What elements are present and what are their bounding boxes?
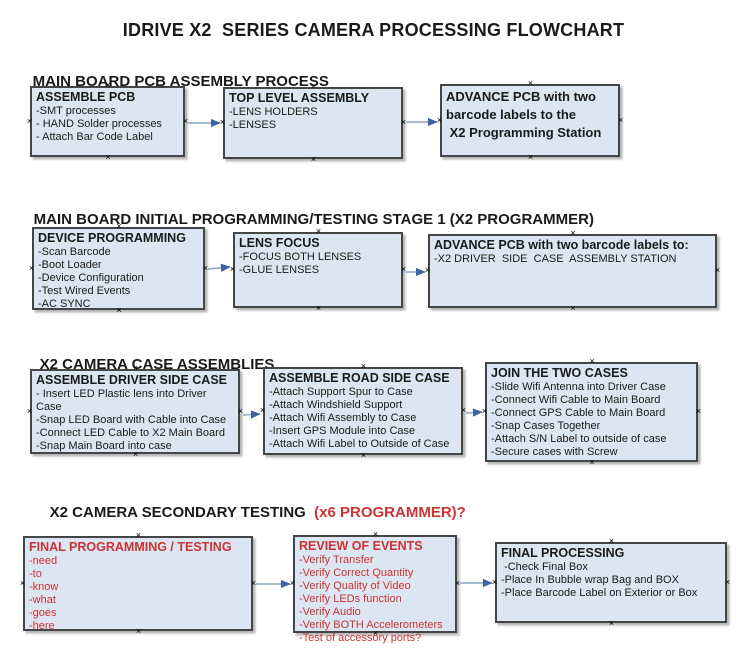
box-items: -SMT processes - HAND Solder processes -… bbox=[36, 105, 162, 143]
connection-handle-icon: × bbox=[491, 576, 498, 587]
box-title: REVIEW OF EVENTS bbox=[299, 539, 423, 553]
box-title: ADVANCE PCB with two barcode labels to: bbox=[434, 238, 689, 252]
connection-handle-icon: × bbox=[26, 405, 33, 416]
connection-handle-icon: × bbox=[28, 262, 35, 273]
connector-arrow[interactable] bbox=[207, 263, 231, 273]
section-header-text: MAIN BOARD INITIAL PROGRAMMING/TESTING S… bbox=[33, 211, 594, 228]
connector-arrow[interactable] bbox=[465, 408, 483, 417]
connection-handle-icon: × bbox=[481, 406, 488, 416]
section-header-red-text: (x6 PROGRAMMER)? bbox=[309, 504, 466, 521]
box-title: FINAL PROGRAMMING / TESTING bbox=[29, 540, 232, 554]
box-items: -X2 DRIVER SIDE CASE ASSEMBLY STATION bbox=[434, 253, 677, 265]
section-header-text: MAIN BOARD PCB ASSEMBLY PROCESS bbox=[32, 73, 329, 90]
connection-handle-icon: × bbox=[219, 117, 226, 127]
connection-handle-icon: × bbox=[608, 536, 615, 546]
connection-handle-icon: × bbox=[589, 457, 595, 467]
section-header-pcb-assembly: MAIN BOARD PCB ASSEMBLY PROCESS bbox=[16, 56, 329, 107]
box-items: -Verify Transfer -Verify Correct Quantit… bbox=[299, 554, 443, 644]
connection-handle-icon: × bbox=[714, 265, 721, 275]
box-items: -Scan Barcode -Boot Loader -Device Confi… bbox=[38, 246, 144, 310]
connection-handle-icon: × bbox=[182, 115, 189, 126]
box-title: ASSEMBLE PCB bbox=[36, 90, 136, 104]
box-title: FINAL PROCESSING bbox=[501, 546, 625, 560]
flow-box-assemble-pcb[interactable]: ASSEMBLE PCB -SMT processes - HAND Solde… bbox=[27, 81, 188, 162]
connection-handle-icon: × bbox=[26, 115, 33, 126]
flow-box-assemble-road-side-case[interactable]: ASSEMBLE ROAD SIDE CASE -Attach Support … bbox=[260, 362, 466, 460]
box-title: LENS FOCUS bbox=[239, 236, 320, 250]
flow-box-join-the-two-cases[interactable]: JOIN THE TWO CASES -Slide Wifi Antenna i… bbox=[482, 357, 701, 467]
connection-handle-icon: × bbox=[19, 577, 26, 588]
box-items: -need -to -know -what -goes -here bbox=[29, 555, 59, 632]
box-items: -LENS HOLDERS -LENSES bbox=[229, 106, 318, 131]
section-header-text: X2 CAMERA SECONDARY TESTING bbox=[49, 504, 310, 521]
box-items: -Attach Support Spur to Case -Attach Win… bbox=[269, 386, 450, 450]
connection-handle-icon: × bbox=[289, 578, 296, 588]
connection-handle-icon: × bbox=[424, 265, 431, 275]
connection-handle-icon: × bbox=[570, 303, 576, 313]
flow-box-final-processing[interactable]: FINAL PROCESSING -Check Final Box -Place… bbox=[492, 537, 730, 628]
connection-handle-icon: × bbox=[454, 578, 461, 588]
connection-handle-icon: × bbox=[229, 264, 236, 274]
connection-handle-icon: × bbox=[436, 114, 443, 125]
section-header-text: X2 CAMERA CASE ASSEMBLIES bbox=[39, 356, 275, 373]
connection-handle-icon: × bbox=[202, 262, 209, 273]
page-title: IDRIVE X2 SERIES CAMERA PROCESSING FLOWC… bbox=[122, 20, 625, 40]
connection-handle-icon: × bbox=[695, 406, 702, 416]
box-title: JOIN THE TWO CASES bbox=[491, 366, 628, 380]
connection-handle-icon: × bbox=[105, 152, 111, 162]
section-header-case-assemblies: X2 CAMERA CASE ASSEMBLIES bbox=[23, 339, 275, 390]
box-items: - Insert LED Plastic lens into Driver Ca… bbox=[36, 388, 227, 452]
connection-handle-icon: × bbox=[360, 450, 367, 460]
connection-handle-icon: × bbox=[724, 576, 731, 587]
box-title: TOP LEVEL ASSEMBLY bbox=[229, 91, 370, 105]
connection-handle-icon: × bbox=[589, 356, 595, 366]
section-header-initial-programming: MAIN BOARD INITIAL PROGRAMMING/TESTING S… bbox=[17, 194, 594, 245]
box-title: DEVICE PROGRAMMING bbox=[38, 231, 186, 245]
flow-box-advance-pcb-programming-station[interactable]: ADVANCE PCB with two barcode labels to t… bbox=[437, 79, 623, 162]
connection-handle-icon: × bbox=[315, 303, 322, 313]
box-items: -Check Final Box -Place In Bubble wrap B… bbox=[501, 561, 698, 599]
connection-handle-icon: × bbox=[527, 78, 534, 88]
box-items: -Slide Wifi Antenna into Driver Case -Co… bbox=[491, 381, 667, 458]
connection-handle-icon: × bbox=[460, 405, 467, 415]
flow-box-device-programming[interactable]: DEVICE PROGRAMMING -Scan Barcode -Boot L… bbox=[29, 222, 208, 315]
box-items: -FOCUS BOTH LENSES -GLUE LENSES bbox=[239, 251, 362, 276]
box-title: ASSEMBLE ROAD SIDE CASE bbox=[269, 371, 450, 385]
connection-handle-icon: × bbox=[400, 117, 407, 127]
section-header-secondary-testing: X2 CAMERA SECONDARY TESTING (x6 PROGRAMM… bbox=[33, 487, 466, 538]
connection-handle-icon: × bbox=[310, 154, 317, 164]
connection-handle-icon: × bbox=[617, 114, 624, 125]
flow-box-advance-pcb-case-station[interactable]: ADVANCE PCB with two barcode labels to: … bbox=[425, 229, 720, 313]
flow-box-lens-focus[interactable]: LENS FOCUS -FOCUS BOTH LENSES -GLUE LENS… bbox=[230, 227, 406, 313]
flow-box-review-of-events[interactable]: REVIEW OF EVENTS -Verify Transfer -Verif… bbox=[290, 530, 460, 645]
flow-box-assemble-driver-side-case[interactable]: ASSEMBLE DRIVER SIDE CASE - Insert LED P… bbox=[27, 364, 243, 459]
connection-handle-icon: × bbox=[250, 577, 257, 588]
connection-handle-icon: × bbox=[527, 152, 534, 162]
flow-box-final-programming-testing[interactable]: FINAL PROGRAMMING / TESTING -need -to -k… bbox=[20, 531, 256, 636]
flow-box-top-level-assembly[interactable]: TOP LEVEL ASSEMBLY -LENS HOLDERS -LENSES… bbox=[220, 82, 406, 164]
connection-handle-icon: × bbox=[400, 264, 407, 274]
box-title: ADVANCE PCB with two barcode labels to t… bbox=[446, 89, 602, 140]
connection-handle-icon: × bbox=[360, 361, 367, 371]
connector-arrow[interactable] bbox=[242, 410, 261, 419]
connection-handle-icon: × bbox=[237, 405, 244, 416]
connection-handle-icon: × bbox=[259, 405, 266, 415]
box-title: ASSEMBLE DRIVER SIDE CASE bbox=[36, 373, 228, 387]
connection-handle-icon: × bbox=[608, 618, 615, 628]
